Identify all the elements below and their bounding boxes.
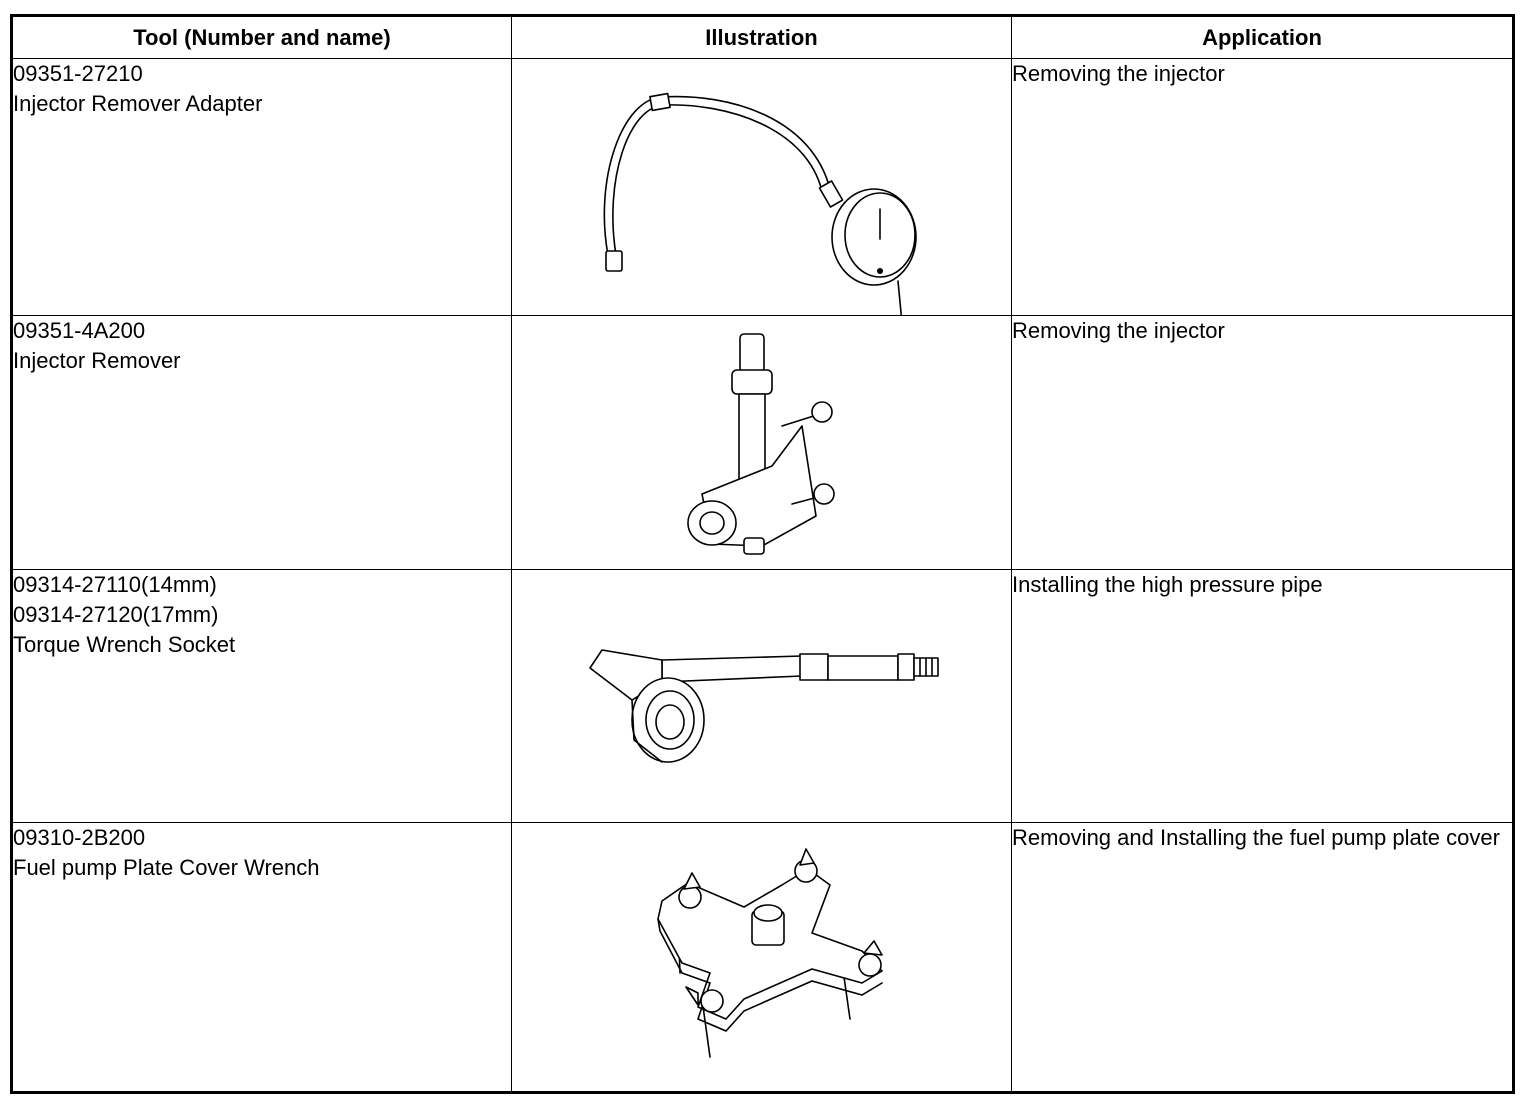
injector-remover-icon <box>687 333 835 555</box>
application-cell: Removing and Installing the fuel pump pl… <box>1011 822 1514 1093</box>
tool-cell: 09310-2B200 Fuel pump Plate Cover Wrench <box>11 822 512 1093</box>
tool-name: Torque Wrench Socket <box>13 632 236 657</box>
tool-number: 09310-2B200 <box>13 825 146 850</box>
illustration-cell <box>511 315 1012 570</box>
tool-name: Injector Remover <box>13 348 181 373</box>
table-header-row: Tool (Number and name) Illustration Appl… <box>11 15 1514 59</box>
tool-name: Injector Remover Adapter <box>13 91 263 116</box>
table-row: 09351-27210 Injector Remover Adapter <box>11 58 1514 316</box>
fuel-pump-plate-cover-wrench-icon <box>657 848 883 1058</box>
header-application: Application <box>1011 15 1514 59</box>
special-tools-table: Tool (Number and name) Illustration Appl… <box>10 14 1515 1094</box>
tool-cell: 09351-4A200 Injector Remover <box>11 315 512 570</box>
injector-remover-adapter-icon <box>603 92 917 315</box>
application-cell: Removing the injector <box>1011 58 1514 316</box>
tool-number: 09351-27210 <box>13 61 143 86</box>
tool-cell: 09314-27110(14mm) 09314-27120(17mm) Torq… <box>11 569 512 823</box>
table-row: 09314-27110(14mm) 09314-27120(17mm) Torq… <box>11 569 1514 823</box>
application-cell: Installing the high pressure pipe <box>1011 569 1514 823</box>
table-row: 09351-4A200 Injector Remover <box>11 315 1514 570</box>
illustration-cell <box>511 58 1012 316</box>
header-tool: Tool (Number and name) <box>11 15 512 59</box>
torque-wrench-socket-icon <box>589 649 939 763</box>
tool-name: Fuel pump Plate Cover Wrench <box>13 855 320 880</box>
table-row: 09310-2B200 Fuel pump Plate Cover Wrench <box>11 822 1514 1093</box>
illustration-cell <box>511 569 1012 823</box>
illustration-cell <box>511 822 1012 1093</box>
tool-number: 09314-27110(14mm) <box>13 572 217 597</box>
application-cell: Removing the injector <box>1011 315 1514 570</box>
tool-number: 09314-27120(17mm) <box>13 602 219 627</box>
tool-cell: 09351-27210 Injector Remover Adapter <box>11 58 512 316</box>
header-illustration: Illustration <box>511 15 1012 59</box>
tool-number: 09351-4A200 <box>13 318 146 343</box>
